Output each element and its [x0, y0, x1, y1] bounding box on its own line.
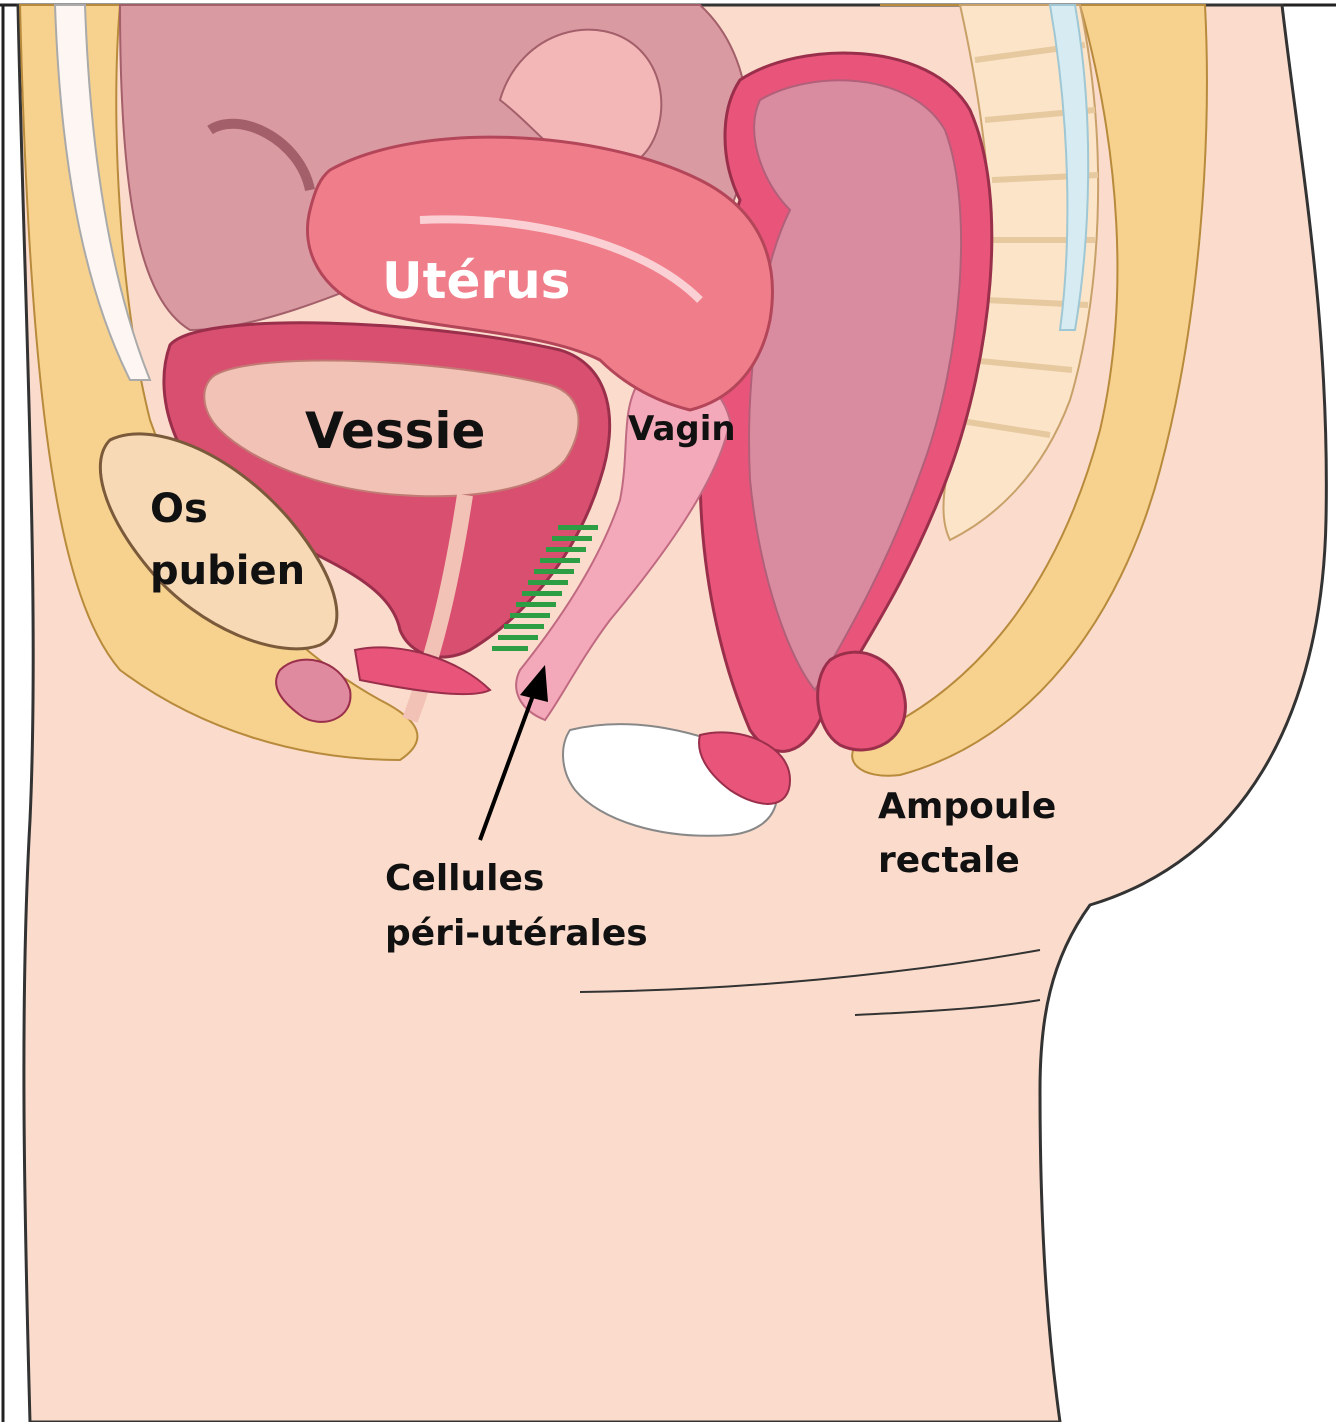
label-uterus: Utérus	[382, 252, 570, 310]
label-vagina: Vagin	[628, 409, 736, 449]
label-pubic-bone-line1: Os	[150, 486, 208, 532]
label-periuterine-cells-line2: péri-utérales	[385, 913, 648, 954]
label-rectal-ampulla-line1: Ampoule	[878, 786, 1056, 827]
label-pubic-bone-line2: pubien	[150, 548, 305, 594]
label-periuterine-cells-line1: Cellules	[385, 858, 544, 899]
label-rectal-ampulla-line2: rectale	[878, 840, 1020, 881]
label-bladder: Vessie	[305, 402, 485, 460]
